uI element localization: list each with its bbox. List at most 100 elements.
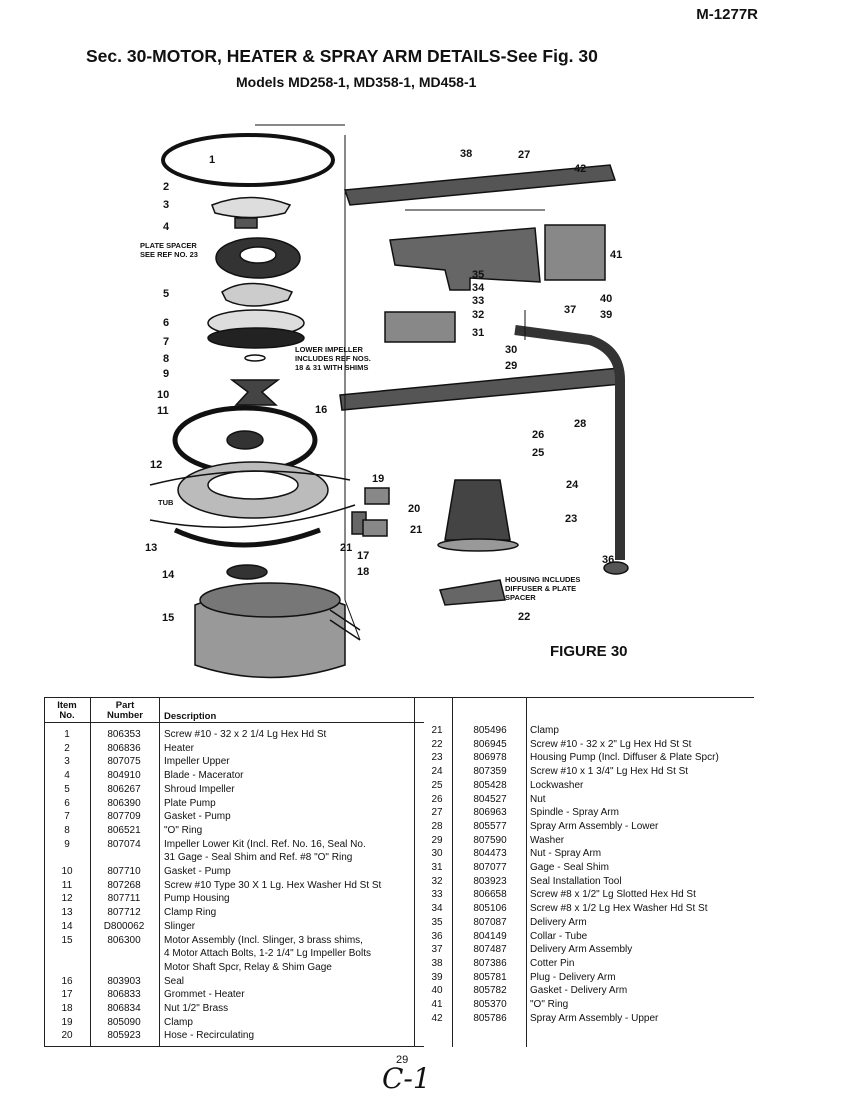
callout: 36 [602,554,614,566]
callout: 1 [209,154,215,166]
item-number: 27 [431,807,443,819]
part-description: Grommet - Heater [164,989,245,1001]
part-description: 31 Gage - Seal Shim and Ref. #8 "O" Ring [164,852,353,864]
part-number: 806521 [107,824,141,836]
callout: 17 [357,550,369,562]
item-number: 19 [61,1016,73,1028]
part-description: Screw #8 x 1/2 Lg Hex Washer Hd St St [530,903,708,915]
header-item: Item No. [57,700,77,721]
shroud-impeller [221,282,294,307]
part-description: Motor Shaft Spcr, Relay & Shim Gage [164,961,332,973]
part-description: Delivery Arm Assembly [530,944,633,956]
callout: 10 [157,389,169,401]
part-description: Heater [164,742,195,754]
callout: 14 [162,569,175,581]
callout: 4 [163,221,170,233]
part-number: 806834 [107,1003,141,1014]
item-number: 2 [64,742,70,754]
item-number: 10 [61,866,73,877]
part-description: Gasket - Pump [164,866,231,877]
part-number: 804149 [473,930,507,942]
part-number: 805496 [473,725,507,736]
part-description: Collar - Tube [530,930,588,942]
figure-label: FIGURE 30 [550,643,628,660]
callout: 15 [162,612,174,624]
note-plate-spacer: PLATE SPACER [140,241,197,250]
callout: 33 [472,295,484,307]
part-number: 807711 [107,893,141,905]
callout: 20 [408,503,420,515]
callout: 12 [150,459,162,471]
slinger [226,564,268,580]
item-number: 5 [64,783,70,795]
part-description: Spindle - Spray Arm [530,807,619,819]
part-description: Shroud Impeller [164,783,235,795]
callout: 34 [472,282,485,294]
callout: 30 [505,344,517,356]
item-number: 14 [61,920,73,932]
table-row: 31 Gage - Seal Shim and Ref. #8 "O" Ring [44,852,754,864]
part-description: Pump Housing [164,893,230,905]
callout: 19 [372,473,384,485]
callout: 13 [145,542,157,554]
part-number: 806833 [107,989,141,1001]
part-description: Housing Pump (Incl. Diffuser & Plate Spc… [530,752,719,764]
callout: 39 [600,309,612,321]
upper-spray-arm [343,164,617,206]
heater-element [161,133,335,187]
item-number: 35 [431,916,443,928]
part-description: Nut 1/2" Brass [164,1003,229,1014]
part-number: 806300 [107,934,141,946]
header-description: Description [164,711,217,722]
part-number: 803923 [473,875,507,887]
part-description: Screw #8 x 1/2" Lg Slotted Hex Hd St [530,889,696,901]
item-number: 28 [431,820,443,832]
callout: 9 [163,368,169,380]
lower-spray-arm [339,367,623,411]
part-description: Clamp [164,1016,193,1028]
callout: 3 [163,199,169,211]
part-number: 807710 [107,866,141,877]
part-number: 807386 [473,957,507,969]
part-description: Clamp Ring [164,907,217,919]
callout: 5 [163,288,169,300]
part-number: 805782 [473,985,507,997]
callout: 31 [472,327,484,339]
part-number: 807074 [107,838,141,850]
item-number: 30 [431,848,443,860]
part-description: Plate Pump [164,797,216,809]
item-number: 25 [431,779,443,791]
part-description: Slinger [164,920,196,932]
collar-tube [603,561,629,575]
part-number: 805923 [107,1030,141,1042]
part-description: Motor Assembly (Incl. Slinger, 3 brass s… [164,934,363,946]
part-description: Seal [164,975,185,987]
part-description: Nut - Spray Arm [530,848,602,860]
part-description: Screw #10 - 32 x 2 1/4 Lg Hex Hd St [164,729,327,740]
item-number: 13 [61,907,73,919]
callout: 42 [574,163,586,175]
part-number: 804910 [107,770,141,782]
part-description: Cotter Pin [530,957,575,969]
callout: 18 [357,566,369,578]
item-number: 4 [64,770,70,782]
item-number: 33 [431,889,443,901]
callout: 16 [315,404,327,416]
note-lower-impeller: INCLUDES REF NOS. [295,354,371,363]
part-description: Gasket - Delivery Arm [530,985,628,997]
note-tub: TUB [158,498,174,507]
part-description: Screw #10 x 1 3/4" Lg Hex Hd St St [530,766,689,778]
part-number: 803903 [107,975,141,987]
item-number: 11 [61,879,73,891]
